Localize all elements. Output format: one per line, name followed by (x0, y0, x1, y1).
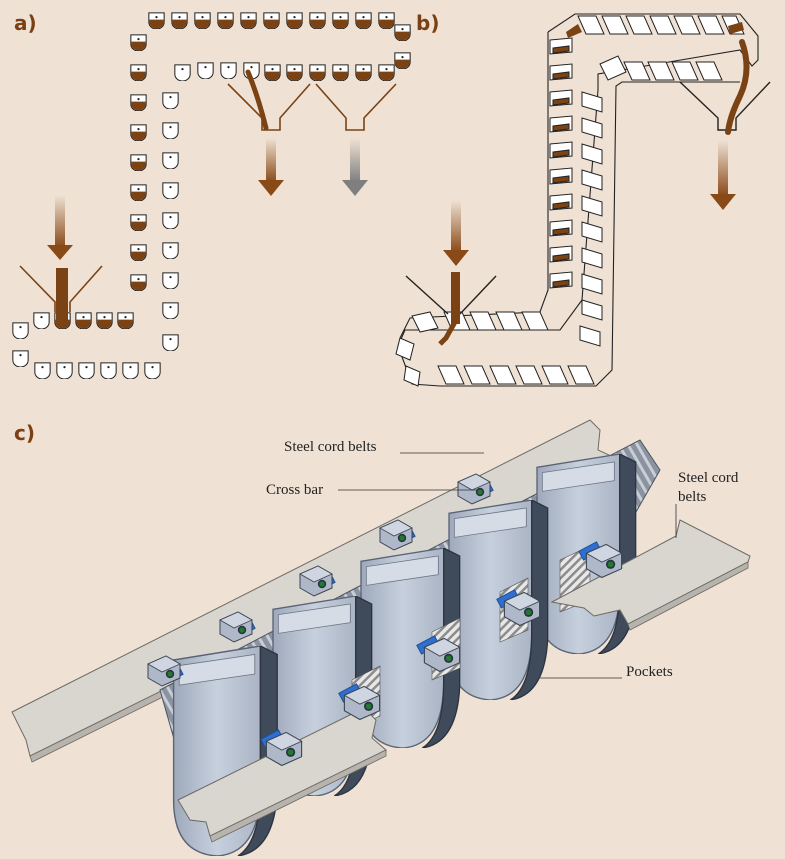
return-bucket-column (162, 92, 179, 351)
loading-hopper-icon (19, 265, 103, 320)
callout-steel-cord-belts-top: Steel cord belts (284, 439, 484, 455)
panel-b-pocket-belt (395, 13, 771, 387)
panel-label-c: c) (14, 421, 35, 445)
panel-label-b: b) (416, 11, 439, 35)
loading-bucket-row (12, 312, 161, 379)
overflow-arrow-down-icon (342, 138, 368, 196)
feed-arrow-down-icon (47, 195, 73, 260)
top-bucket-row (148, 12, 411, 69)
discharge-hopper-icon (227, 69, 311, 131)
panel-c-pocket-belt-3d: Steel cord belts Cross bar Steel cord be… (11, 419, 751, 856)
pocket-feed-arrow-down-icon (443, 200, 469, 266)
loaded-pocket-column (549, 37, 573, 289)
pocket-discharge-hopper-icon (679, 39, 771, 135)
left-bucket-column (130, 34, 147, 291)
callout-pockets: Pockets (540, 664, 673, 680)
label-cross-bar: Cross bar (266, 482, 323, 498)
callout-steel-cord-belts-right: Steel cord belts (675, 470, 739, 538)
panel-a-bucket-elevator (12, 12, 411, 379)
label-steel-cord-belts-top: Steel cord belts (284, 439, 377, 455)
callout-cross-bar: Cross bar (266, 482, 478, 498)
top-pocket-row (577, 15, 745, 81)
panel-label-a: a) (14, 11, 37, 35)
return-pocket-column (579, 91, 603, 347)
bottom-pocket-row (395, 311, 595, 387)
overflow-hopper-icon (315, 83, 397, 131)
label-steel-cord-belts-right-line1: Steel cord (678, 470, 739, 486)
label-pockets: Pockets (626, 664, 673, 680)
discharge-bucket-row (174, 62, 395, 81)
discharge-arrow-down-icon (258, 138, 284, 196)
label-steel-cord-belts-right-line2: belts (678, 489, 706, 505)
pocket-loading-hopper-icon (405, 272, 497, 346)
pocket-discharge-arrow-down-icon (710, 140, 736, 210)
